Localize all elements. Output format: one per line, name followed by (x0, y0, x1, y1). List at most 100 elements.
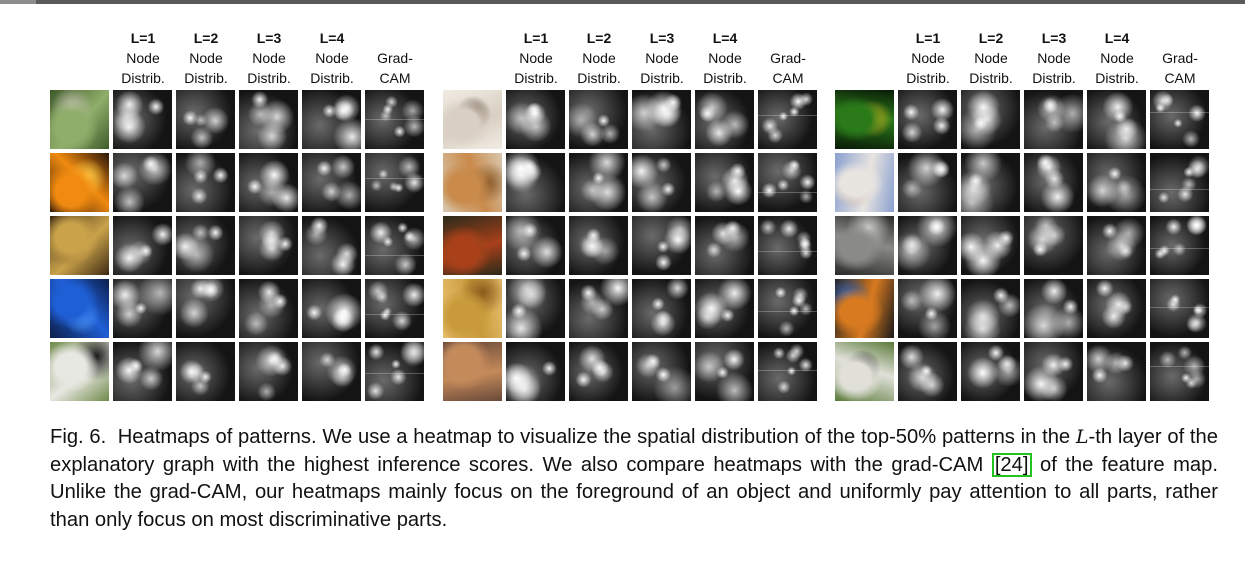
figure-row (50, 153, 424, 213)
column-label: Distrib. (906, 70, 950, 86)
gradcam-seam (1150, 366, 1209, 367)
node-distribution-heatmap (506, 342, 565, 401)
figure-caption: Fig. 6. Heatmaps of patterns. We use a h… (50, 424, 1218, 534)
gradcam-seam (365, 178, 424, 179)
node-distribution-heatmap (695, 216, 754, 275)
column-label: Distrib. (310, 70, 354, 86)
column-label: Node (645, 50, 679, 66)
gradcam-heatmap (758, 90, 817, 149)
node-distribution-heatmap (506, 279, 565, 338)
layer-label: L=1 (523, 30, 549, 46)
gradcam-heatmap (365, 342, 424, 401)
caption-text-c: of the feature map. Unlike the grad-CAM,… (50, 453, 1224, 531)
node-distribution-heatmap (1024, 216, 1083, 275)
node-distribution-heatmap (239, 279, 298, 338)
node-distribution-heatmap (898, 153, 957, 212)
layer-label: L=4 (1104, 30, 1130, 46)
animal-photo (50, 216, 109, 275)
column-label: Node (911, 50, 945, 66)
caption-fig-label: Fig. 6. (50, 426, 107, 448)
column-label: Node (315, 50, 349, 66)
node-distribution-heatmap (176, 90, 235, 149)
node-distribution-heatmap (1087, 90, 1146, 149)
gradcam-seam (365, 314, 424, 315)
node-distribution-heatmap (176, 153, 235, 212)
gradcam-seam (758, 251, 817, 252)
node-distribution-heatmap (898, 279, 957, 338)
layer-label: L=3 (1041, 30, 1067, 46)
figure-row (50, 90, 424, 150)
node-distribution-heatmap (961, 90, 1020, 149)
node-distribution-heatmap (632, 153, 691, 212)
node-distribution-heatmap (695, 279, 754, 338)
figure-row (835, 342, 1209, 402)
column-label: Grad- (1162, 50, 1198, 66)
column-label: Node (189, 50, 223, 66)
gradcam-seam (1150, 189, 1209, 190)
column-label: CAM (1164, 70, 1196, 86)
animal-photo (443, 90, 502, 149)
node-distribution-heatmap (302, 216, 361, 275)
gradcam-heatmap (365, 90, 424, 149)
layer-label: L=2 (978, 30, 1004, 46)
animal-photo (835, 90, 894, 149)
node-distribution-heatmap (695, 342, 754, 401)
caption-math-var: L (1075, 426, 1089, 448)
node-distribution-heatmap (1087, 153, 1146, 212)
column-label: Node (252, 50, 286, 66)
gradcam-seam (758, 370, 817, 371)
node-distribution-heatmap (113, 153, 172, 212)
figure-row (835, 153, 1209, 213)
column-label: Distrib. (1095, 70, 1139, 86)
node-distribution-heatmap (302, 279, 361, 338)
node-distribution-heatmap (632, 279, 691, 338)
column-header: Grad-CAM (364, 28, 426, 88)
layer-label: L=3 (256, 30, 282, 46)
node-distribution-heatmap (239, 90, 298, 149)
animal-photo (50, 153, 109, 212)
animal-photo (443, 279, 502, 338)
node-distribution-heatmap (961, 216, 1020, 275)
layer-label: L=3 (649, 30, 675, 46)
gradcam-seam (758, 192, 817, 193)
node-distribution-heatmap (569, 342, 628, 401)
figure-row (443, 342, 817, 402)
caption-text-a: Heatmaps of patterns. We use a heatmap t… (106, 426, 1076, 448)
window-tab[interactable] (0, 0, 36, 4)
gradcam-seam (1150, 248, 1209, 249)
node-distribution-heatmap (632, 90, 691, 149)
gradcam-heatmap (758, 216, 817, 275)
node-distribution-heatmap (239, 216, 298, 275)
gradcam-heatmap (758, 153, 817, 212)
node-distribution-heatmap (113, 90, 172, 149)
node-distribution-heatmap (898, 216, 957, 275)
node-distribution-heatmap (302, 153, 361, 212)
figure-row (443, 216, 817, 276)
gradcam-heatmap (365, 153, 424, 212)
citation-link[interactable]: [24] (991, 452, 1032, 477)
gradcam-heatmap (1150, 90, 1209, 149)
node-distribution-heatmap (898, 90, 957, 149)
figure-row (835, 279, 1209, 339)
node-distribution-heatmap (569, 216, 628, 275)
layer-label (364, 28, 426, 48)
column-label: Distrib. (247, 70, 291, 86)
column-label: Node (1100, 50, 1134, 66)
node-distribution-heatmap (302, 342, 361, 401)
gradcam-seam (1150, 112, 1209, 113)
node-distribution-heatmap (113, 342, 172, 401)
animal-photo (835, 279, 894, 338)
node-distribution-heatmap (569, 153, 628, 212)
gradcam-heatmap (758, 342, 817, 401)
node-distribution-heatmap (506, 216, 565, 275)
node-distribution-heatmap (961, 279, 1020, 338)
node-distribution-heatmap (898, 342, 957, 401)
